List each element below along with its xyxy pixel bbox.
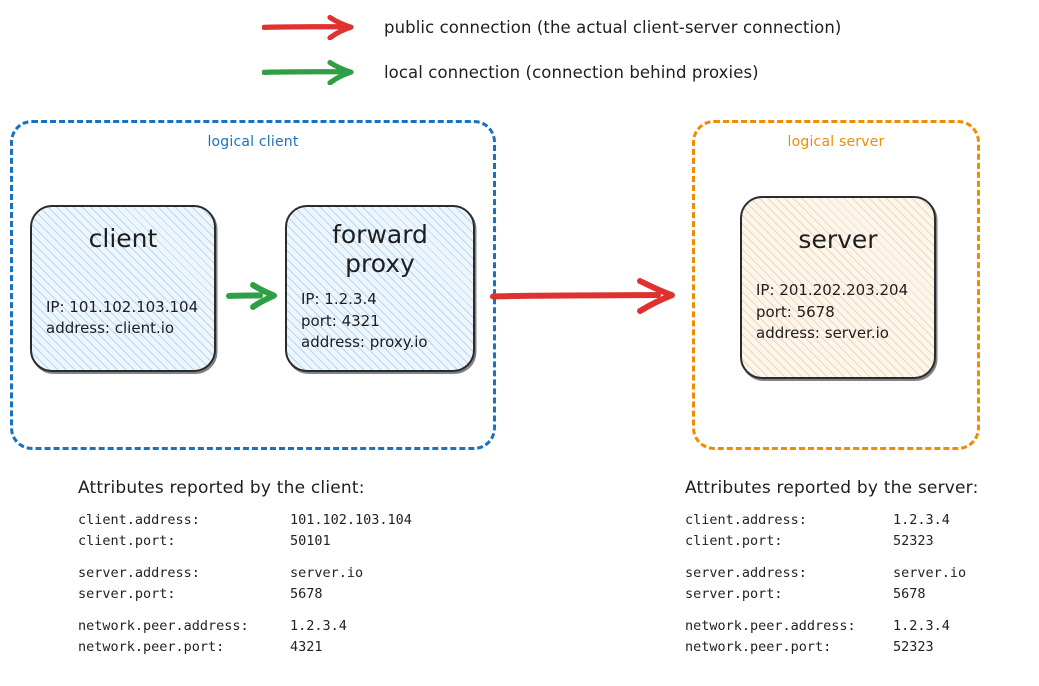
legend-label-public-connection: public connection (the actual client-ser…	[384, 17, 842, 37]
logical-client-container: logical client	[10, 120, 496, 450]
local-connection-arrow	[226, 282, 277, 310]
attribute-key: network.peer.port:	[685, 638, 832, 655]
attribute-key: client.port:	[685, 532, 783, 549]
node-client-address: address: client.io	[46, 319, 175, 338]
attribute-key: network.peer.address:	[685, 618, 856, 635]
node-server-ip: IP: 201.202.203.204	[756, 280, 909, 299]
attributes-row: client.port: 50101	[78, 531, 412, 552]
node-forward-proxy-address: address: proxy.io	[301, 333, 428, 352]
attribute-key: server.address:	[78, 565, 200, 582]
attribute-value: 1.2.3.4	[893, 512, 950, 528]
attributes-row: server.port: 5678	[78, 584, 412, 605]
attribute-value: server.io	[893, 565, 967, 582]
attribute-key: network.peer.port:	[78, 638, 225, 655]
attribute-value: 1.2.3.4	[893, 618, 950, 635]
attributes-server-group: server.address: server.io server.port: 5…	[685, 563, 979, 604]
attributes-server-group: client.address: 1.2.3.4 client.port: 523…	[685, 510, 979, 551]
attribute-key: server.port:	[685, 585, 783, 602]
node-server[interactable]: server IP: 201.202.203.204 port: 5678 ad…	[740, 196, 936, 379]
red-arrow-icon	[262, 14, 354, 40]
legend-item-local-connection: local connection (connection behind prox…	[262, 59, 759, 85]
node-server-address: address: server.io	[756, 324, 889, 343]
attributes-row: network.peer.address: 1.2.3.4	[685, 616, 979, 637]
attributes-client-group: network.peer.address: 1.2.3.4 network.pe…	[78, 616, 412, 657]
node-forward-proxy-port: port: 4321	[301, 311, 380, 330]
attributes-row: server.address: server.io	[78, 563, 412, 584]
legend-item-public-connection: public connection (the actual client-ser…	[262, 14, 841, 40]
node-forward-proxy-details: IP: 1.2.3.4 port: 4321 address: proxy.io	[301, 289, 459, 354]
attribute-value: 1.2.3.4	[290, 618, 347, 635]
node-client-ip: IP: 101.102.103.104	[46, 297, 199, 316]
green-arrow-icon	[262, 59, 354, 85]
node-server-title: server	[798, 225, 878, 254]
logical-client-title: logical client	[207, 134, 299, 150]
logical-server-title: logical server	[787, 134, 885, 150]
attribute-value: 52323	[893, 532, 934, 549]
node-forward-proxy-ip: IP: 1.2.3.4	[301, 289, 377, 308]
attributes-row: server.address: server.io	[685, 563, 979, 584]
attribute-key: network.peer.address:	[78, 618, 249, 635]
attributes-row: client.port: 52323	[685, 531, 979, 552]
attribute-key: client.address:	[78, 512, 200, 528]
attribute-value: 101.102.103.104	[290, 512, 412, 528]
attribute-value: 4321	[290, 638, 323, 655]
attribute-key: server.port:	[78, 585, 176, 602]
attributes-reported-by-client: Attributes reported by the client: clien…	[78, 478, 412, 657]
logical-server-container: logical server	[692, 120, 980, 450]
attributes-reported-by-server: Attributes reported by the server: clien…	[685, 478, 979, 657]
attribute-value: server.io	[290, 565, 364, 582]
legend-label-local-connection: local connection (connection behind prox…	[384, 62, 759, 82]
attribute-key: client.port:	[78, 532, 176, 549]
attributes-row: server.port: 5678	[685, 584, 979, 605]
attributes-row: network.peer.port: 4321	[78, 637, 412, 658]
node-client[interactable]: client IP: 101.102.103.104 address: clie…	[30, 205, 216, 372]
attribute-key: client.address:	[685, 512, 807, 528]
node-forward-proxy-title: forward proxy	[332, 220, 428, 278]
attributes-server-table: client.address: 1.2.3.4 client.port: 523…	[685, 510, 979, 657]
attributes-row: client.address: 1.2.3.4	[685, 510, 979, 531]
node-server-details: IP: 201.202.203.204 port: 5678 address: …	[756, 280, 920, 345]
attributes-server-heading: Attributes reported by the server:	[685, 478, 979, 498]
attribute-value: 52323	[893, 638, 934, 655]
attributes-client-heading: Attributes reported by the client:	[78, 478, 365, 498]
attributes-row: network.peer.address: 1.2.3.4	[78, 616, 412, 637]
node-server-port: port: 5678	[756, 302, 835, 321]
attributes-row: network.peer.port: 52323	[685, 637, 979, 658]
attribute-key: server.address:	[685, 565, 807, 582]
node-client-title: client	[88, 224, 158, 253]
attributes-server-group: network.peer.address: 1.2.3.4 network.pe…	[685, 616, 979, 657]
node-client-details: IP: 101.102.103.104 address: client.io	[46, 297, 200, 341]
attributes-row: client.address: 101.102.103.104	[78, 510, 412, 531]
attribute-value: 5678	[893, 585, 926, 602]
attributes-client-group: client.address: 101.102.103.104 client.p…	[78, 510, 412, 551]
attributes-client-table: client.address: 101.102.103.104 client.p…	[78, 510, 412, 657]
attribute-value: 50101	[290, 532, 331, 549]
public-connection-arrow	[490, 278, 675, 314]
attribute-value: 5678	[290, 585, 323, 602]
attributes-client-group: server.address: server.io server.port: 5…	[78, 563, 412, 604]
node-forward-proxy[interactable]: forward proxy IP: 1.2.3.4 port: 4321 add…	[285, 205, 475, 372]
